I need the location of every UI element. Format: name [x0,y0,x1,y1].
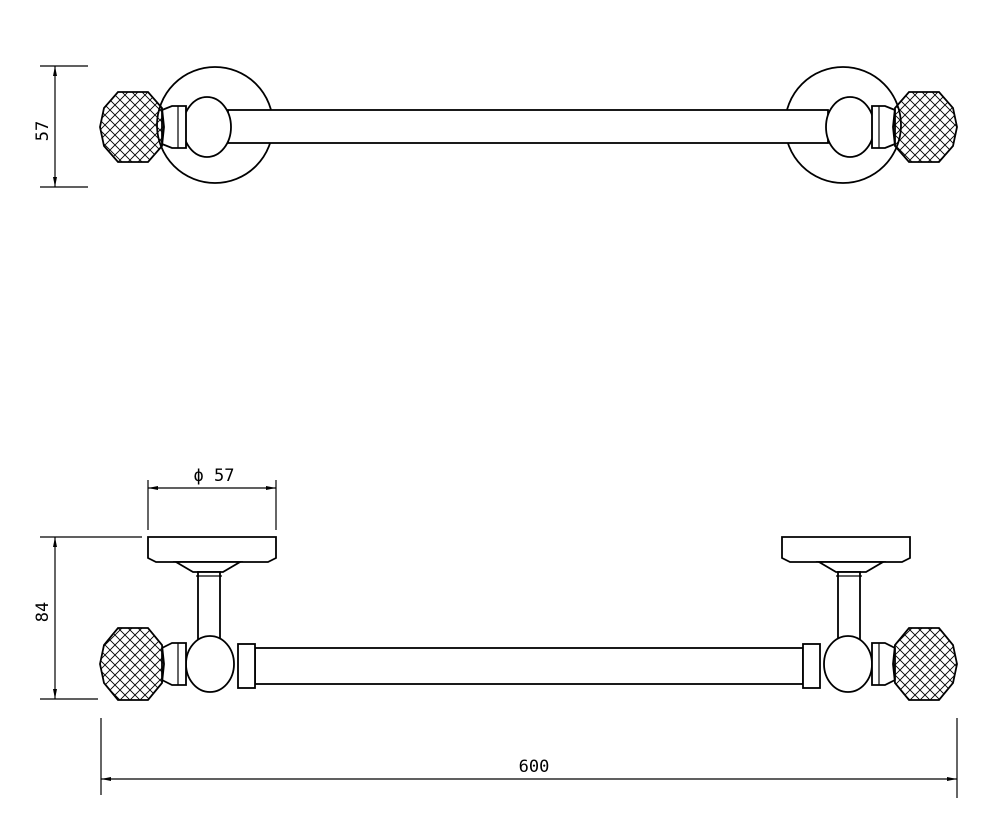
dimension-side-height-label: 84 [33,602,53,622]
dimension-top-height-label: 57 [33,121,53,141]
top-view: 57 [33,65,958,188]
left-post-front [185,635,235,693]
right-post-front [823,635,873,693]
towel-bar-front [254,647,804,685]
right-crystal-knob-front [892,627,958,701]
left-crystal-knob-front [99,627,165,701]
right-stem [837,571,861,643]
dimension-flange-diameter-label: ϕ 57 [194,466,235,486]
dimension-total-length: 600 [100,718,958,798]
right-crystal-knob-top [892,91,958,163]
right-wall-plate [781,536,911,563]
left-wall-plate [147,536,277,563]
front-view: ϕ 57 84 600 [33,466,958,798]
left-crystal-knob-top [99,91,165,163]
dimension-top-height: 57 [33,65,88,188]
left-post-top [182,96,232,158]
left-stem [197,571,221,643]
left-neck-top [161,105,187,149]
dimension-total-length-label: 600 [519,757,550,777]
dimension-side-height: 84 [33,536,142,700]
dimension-flange-diameter: ϕ 57 [147,466,277,530]
right-neck-top [871,105,896,149]
right-post-top [825,96,875,158]
towel-bar-top [227,109,829,144]
